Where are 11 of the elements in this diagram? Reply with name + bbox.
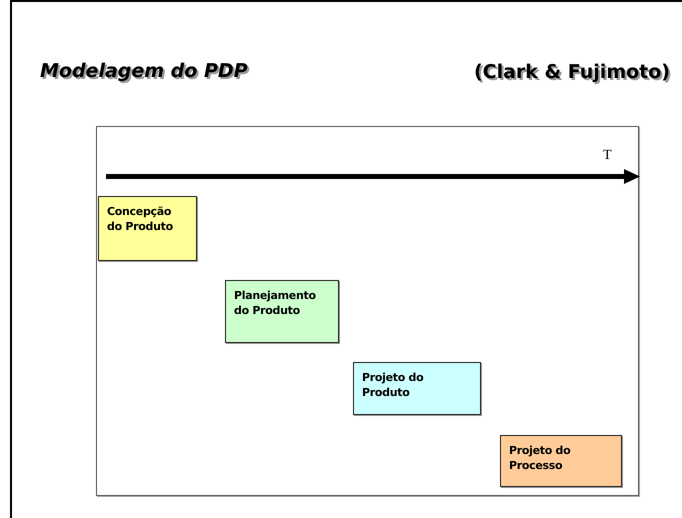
process-box xyxy=(500,435,622,487)
process-box xyxy=(353,362,481,415)
title: Modelagem do PDP xyxy=(40,60,248,82)
box-label: Projeto do Processo xyxy=(509,443,572,473)
process-box xyxy=(225,280,339,343)
time-axis-label: T xyxy=(603,148,612,164)
box-label: Planejamento do Produto xyxy=(234,288,317,318)
process-box xyxy=(98,196,197,261)
box-label: Projeto do Produto xyxy=(362,370,424,400)
box-label: Concepção do Produto xyxy=(107,204,174,234)
citation: (Clark & Fujimoto) xyxy=(474,61,670,83)
